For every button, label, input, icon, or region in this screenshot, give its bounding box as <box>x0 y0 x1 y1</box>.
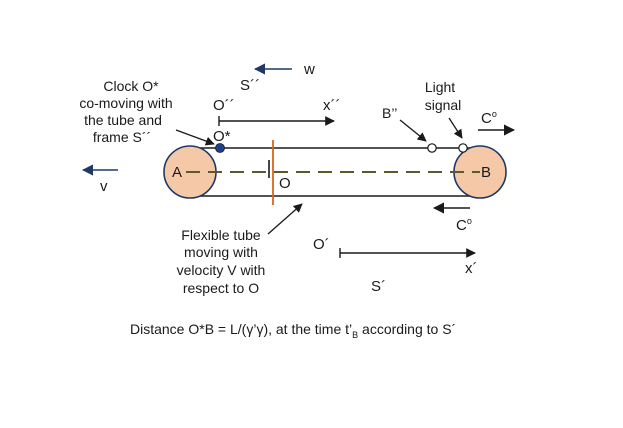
label-v: v <box>100 178 108 195</box>
clock-pointer-arrow <box>175 129 215 146</box>
label-S-prime: S´ <box>371 278 386 295</box>
light-signal-label-line2: signal <box>425 97 462 113</box>
label-x-double-prime: x´´ <box>323 97 341 114</box>
light-signal-pointer-arrow <box>448 117 463 139</box>
clock-label-line2: co-moving with <box>79 95 172 111</box>
label-C-top: Co <box>481 109 497 127</box>
label-x-prime: x´ <box>465 260 478 277</box>
light-signal-circle <box>458 143 468 153</box>
label-O-double-prime: O´´ <box>213 97 235 114</box>
flexible-tube-label-line4: respect to O <box>183 280 259 296</box>
flexible-tube-label-line1: Flexible tube <box>181 227 261 243</box>
label-B: B <box>481 164 491 181</box>
flexible-tube-pointer-arrow <box>267 203 303 235</box>
label-O-prime: O´ <box>313 236 330 253</box>
light-signal-label-line1: Light <box>425 79 455 95</box>
clock-label-line3: the tube and <box>84 112 162 128</box>
caption: Distance O*B = L/(γ’γ), at the time t’B … <box>130 321 456 340</box>
clock-label-line1: Clock O* <box>103 78 159 94</box>
clock-O-star-dot <box>215 143 225 153</box>
b-double-prime-pointer-arrow <box>399 119 427 142</box>
label-S-double-prime: S´´ <box>240 77 260 94</box>
label-w: w <box>303 61 315 78</box>
label-O: O <box>279 175 291 192</box>
flexible-tube-label-line3: velocity V with <box>177 262 266 278</box>
clock-label-line4: frame S´´ <box>93 129 151 145</box>
label-A: A <box>172 164 182 181</box>
flexible-tube-label-line2: moving with <box>184 244 258 260</box>
label-C-bottom: Co <box>456 216 472 234</box>
label-O-star: O* <box>213 128 231 145</box>
b-double-prime-circle <box>427 143 437 153</box>
label-B-double-prime: B’’ <box>382 105 397 121</box>
